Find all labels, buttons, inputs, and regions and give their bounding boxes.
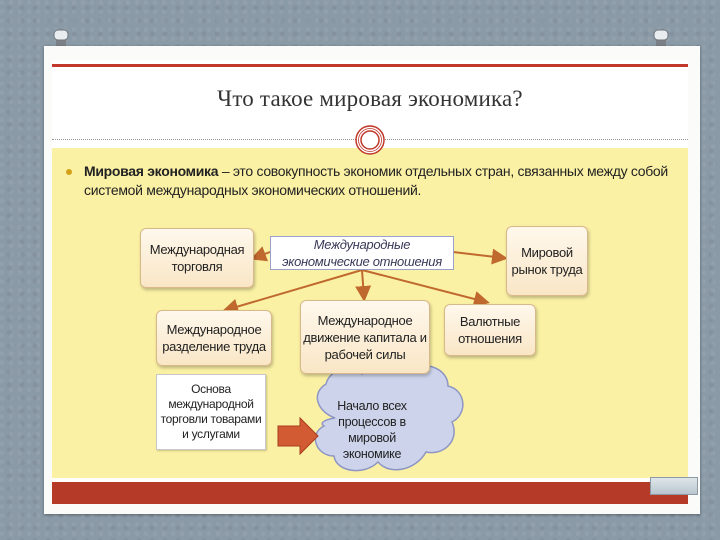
arrow-to-movement: [355, 269, 372, 302]
trade-node: Международная торговля: [140, 228, 254, 288]
ring-ornament-icon: [355, 125, 385, 155]
bullet-dot: [66, 169, 72, 175]
slide-title: Что такое мировая экономика?: [217, 86, 523, 111]
center-node: Международные экономические отношения: [270, 236, 454, 270]
cloud-label: Начало всех процессов в мировой экономик…: [337, 399, 407, 461]
arrow-to-labor-market: [452, 248, 508, 265]
currency-node: Валютные отношения: [444, 304, 536, 356]
arrow-to-currency: [361, 269, 490, 307]
division-node: Международное разделение труда: [156, 310, 272, 366]
arrow-to-trade: [250, 246, 271, 262]
definition-text: Мировая экономика – это совокупность эко…: [84, 162, 674, 200]
movement-node: Международное движение капитала и рабоче…: [300, 300, 430, 374]
definition-body: – это совокупность экономик отдельных ст…: [84, 163, 668, 198]
block-arrow-icon: [277, 416, 319, 456]
labor-market-node: Мировой рынок труда: [506, 226, 588, 296]
basis-note: Основа международной торговли товарами и…: [156, 374, 266, 450]
corner-thumbnail: [650, 477, 698, 495]
top-accent-bar: [52, 64, 688, 67]
definition-term: Мировая экономика: [84, 163, 219, 179]
arrow-to-division: [222, 269, 363, 315]
bottom-accent-bar: [52, 482, 688, 504]
